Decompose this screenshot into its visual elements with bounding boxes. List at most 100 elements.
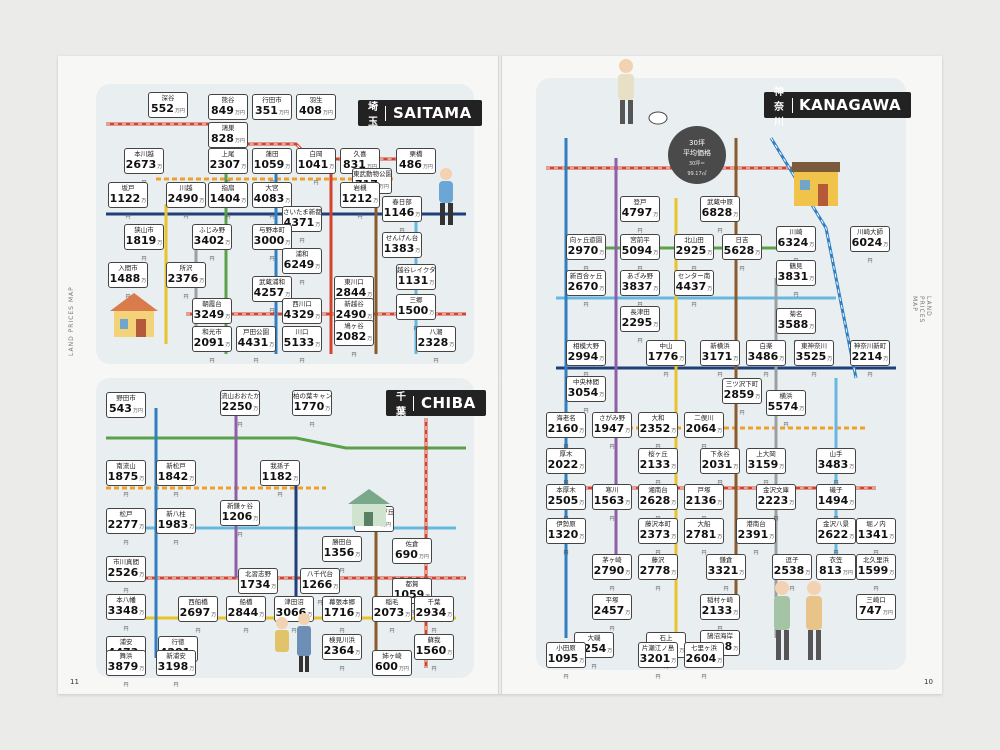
price-unit: 万円 — [763, 464, 785, 486]
price-value: 6324 — [777, 236, 809, 249]
price-value: 2352 — [639, 422, 671, 435]
price-unit: 万円 — [357, 198, 379, 220]
price-unit: 万円 — [637, 250, 659, 272]
price-unit: 万円 — [609, 570, 631, 592]
price-value: 690 — [395, 548, 418, 561]
price-unit: 万円 — [431, 612, 453, 634]
price-unit: 万円 — [833, 534, 855, 556]
price-value: 2778 — [639, 564, 671, 577]
price-unit: 万円 — [389, 612, 411, 634]
station-price: 2277万円 — [107, 518, 145, 550]
green-house-illustration — [348, 489, 390, 526]
chiba-title-en: CHIBA — [421, 394, 476, 412]
station-price: 2781万円 — [685, 528, 723, 560]
price-value: 1488 — [109, 272, 141, 285]
price-unit: 万円 — [234, 138, 245, 144]
price-unit: 万円 — [234, 110, 245, 116]
station-price: 2994万円 — [567, 350, 605, 382]
station-box: せんげん台1383万円 — [382, 232, 422, 270]
station-name: 野田市 — [116, 394, 136, 402]
station-price: 5133万円 — [283, 336, 321, 368]
station-box: 本川越2673万円 — [124, 148, 164, 186]
price-unit: 万円 — [309, 406, 331, 428]
station-name: 戸塚 — [697, 486, 711, 494]
price-unit: 万円 — [269, 240, 291, 262]
price-value: 1320 — [547, 528, 579, 541]
station-price: 2328万円 — [417, 336, 455, 368]
price-unit: 万円 — [655, 570, 677, 592]
price-value: 828 — [211, 132, 234, 145]
price-value: 2133 — [701, 604, 733, 617]
station-price: 1041万円 — [297, 158, 335, 190]
price-unit: 万円 — [873, 534, 895, 556]
family-illustration — [275, 613, 311, 672]
station-price: 1776万円 — [647, 350, 685, 382]
station-name: 寒川 — [605, 486, 619, 494]
station-name: 金沢文庫 — [763, 486, 789, 494]
bubble-line3: 30坪＝ — [688, 161, 706, 167]
station-name: 新横浜 — [710, 342, 730, 350]
station-price: 3483万円 — [817, 458, 855, 490]
price-unit: 万円 — [339, 650, 361, 672]
station-name: 羽生 — [309, 96, 323, 104]
bubble-line1: 30坪 — [689, 139, 705, 147]
price-value: 3525 — [795, 350, 827, 363]
price-value: 3588 — [777, 318, 809, 331]
station-name: 与野本町 — [259, 226, 285, 234]
price-unit: 万円 — [299, 222, 321, 244]
station-price: 408万円 — [297, 104, 335, 120]
station-price: 747万円 — [857, 604, 895, 620]
price-unit: 万円 — [313, 164, 335, 186]
price-unit: 万円 — [183, 278, 205, 300]
price-value: 600 — [375, 660, 398, 673]
couple-illustration — [774, 581, 822, 660]
station-name: 新鎌ヶ谷 — [227, 502, 253, 510]
station-name: 深谷 — [161, 94, 175, 102]
price-value: 1500 — [397, 304, 429, 317]
station-name: 本川越 — [134, 150, 154, 158]
station-price: 1320万円 — [547, 528, 585, 560]
station-name: 堀ノ内 — [866, 520, 886, 528]
price-value: 2376 — [167, 272, 199, 285]
station-price: 543万円 — [107, 402, 145, 418]
station-price: 1206万円 — [221, 510, 259, 542]
price-unit: 万円 — [422, 164, 433, 170]
price-value: 4797 — [621, 206, 653, 219]
station-name: 幕張本郷 — [329, 598, 355, 606]
price-value: 1563 — [593, 494, 625, 507]
price-value: 6249 — [283, 258, 315, 271]
station-price: 690万円 — [393, 548, 431, 564]
station-name: 白楽 — [759, 342, 773, 350]
station-name: 伊勢原 — [556, 520, 576, 528]
station-box: 柏の葉キャンパス1770万円 — [292, 390, 332, 428]
price-unit: 万円 — [278, 110, 289, 116]
station-box: 蓮田1059万円 — [252, 148, 292, 186]
saitama-title-en: SAITAMA — [393, 104, 472, 122]
price-unit: 万円 — [637, 322, 659, 344]
price-unit: 万円 — [253, 342, 275, 364]
price-value: 747 — [859, 604, 882, 617]
price-unit: 万円 — [811, 356, 833, 378]
station-price: 2223万円 — [757, 494, 795, 526]
station-name: 菊名 — [789, 310, 803, 318]
price-value: 3000 — [253, 234, 285, 247]
station-price: 3879万円 — [107, 660, 145, 692]
station-name: 川崎大師 — [857, 228, 883, 236]
station-price: 2133万円 — [701, 604, 739, 636]
bubble-line4: 99.17㎡ — [687, 171, 707, 177]
price-unit: 万円 — [691, 286, 713, 308]
price-unit: 万円 — [195, 612, 217, 634]
price-value: 1494 — [817, 494, 849, 507]
price-value: 5574 — [767, 400, 799, 413]
